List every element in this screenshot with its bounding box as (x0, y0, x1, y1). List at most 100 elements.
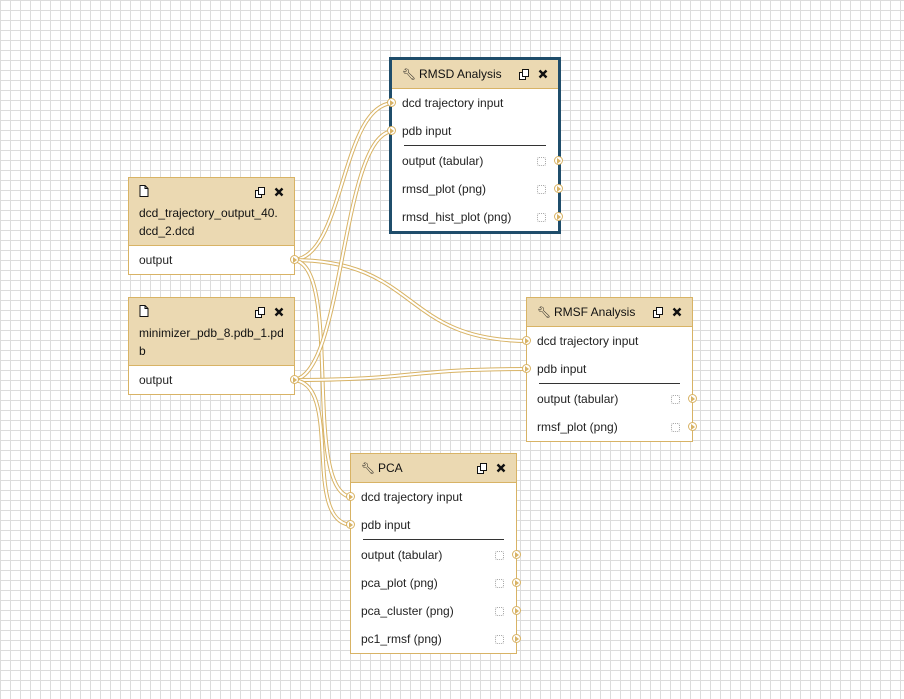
output-label: rmsd_hist_plot (png) (402, 210, 512, 224)
input-label: dcd trajectory input (537, 334, 639, 348)
wrench-icon: 🔧︎ (537, 307, 551, 319)
checkbox-icon[interactable] (537, 185, 546, 194)
close-icon[interactable] (274, 187, 284, 197)
input-terminal[interactable] (387, 126, 396, 135)
wire-dcd-to-pca (291, 259, 354, 498)
checkbox-icon[interactable] (495, 635, 504, 644)
node-title: RMSF Analysis (553, 305, 636, 319)
dataset-filename: minimizer_pdb_8.pdb_1.pdb (139, 326, 284, 358)
input-label: pdb input (537, 362, 587, 376)
node-header[interactable]: minimizer_pdb_8.pdb_1.pdb (129, 298, 294, 366)
wire-pdb-to-rmsd-outline (290, 129, 396, 382)
checkbox-icon[interactable] (495, 607, 504, 616)
checkbox-icon[interactable] (671, 395, 680, 404)
wire-pdb-to-pca (291, 379, 354, 526)
wrench-icon: 🔧︎ (402, 69, 416, 81)
input-terminal[interactable] (387, 98, 396, 107)
output-terminal[interactable] (688, 422, 697, 431)
output-label: output (tabular) (402, 154, 484, 168)
node-header[interactable]: 🔧︎PCA (351, 454, 516, 483)
output-row: output (129, 366, 299, 394)
input-node-pdb[interactable]: minimizer_pdb_8.pdb_1.pdb output (128, 297, 299, 395)
file-icon (139, 304, 149, 322)
input-row: pdb input (346, 511, 516, 539)
node-header[interactable]: 🔧︎RMSD Analysis (392, 60, 558, 89)
output-terminal[interactable] (290, 375, 299, 384)
output-row: output (129, 246, 299, 274)
output-label: output (139, 373, 173, 387)
output-row: output (tabular) (351, 541, 521, 569)
wire-dcd-to-pca-outline (290, 258, 355, 499)
tool-node-rmsd[interactable]: 🔧︎RMSD Analysis dcd trajectory input pdb… (387, 57, 563, 234)
output-terminal[interactable] (290, 255, 299, 264)
output-row: output (tabular) (392, 147, 563, 175)
input-label: dcd trajectory input (361, 490, 463, 504)
output-label: pca_plot (png) (361, 576, 438, 590)
copy-icon[interactable] (477, 462, 488, 474)
output-row: rmsd_plot (png) (392, 175, 563, 203)
checkbox-icon[interactable] (537, 213, 546, 222)
output-terminal[interactable] (688, 394, 697, 403)
output-terminal[interactable] (554, 184, 563, 193)
file-icon (139, 184, 149, 202)
output-row: output (tabular) (527, 385, 697, 413)
input-row: pdb input (387, 117, 558, 145)
tool-node-pca[interactable]: 🔧︎PCA dcd trajectory input pdb input out… (346, 453, 521, 654)
input-row: pdb input (522, 355, 692, 383)
checkbox-icon[interactable] (495, 579, 504, 588)
copy-icon[interactable] (255, 306, 266, 318)
input-terminal[interactable] (346, 492, 355, 501)
input-row: dcd trajectory input (346, 483, 516, 511)
output-terminal[interactable] (512, 606, 521, 615)
dataset-filename: dcd_trajectory_output_40.dcd_2.dcd (139, 206, 278, 238)
wire-pdb-to-rmsd (291, 130, 395, 381)
input-label: dcd trajectory input (402, 96, 504, 110)
node-title: RMSD Analysis (418, 67, 502, 81)
wire-dcd-to-rmsd (291, 102, 395, 261)
checkbox-icon[interactable] (671, 423, 680, 432)
output-label: pca_cluster (png) (361, 604, 454, 618)
wire-pdb-to-rmsf-outline (290, 367, 531, 382)
close-icon[interactable] (496, 463, 506, 473)
tool-node-rmsf[interactable]: 🔧︎RMSF Analysis dcd trajectory input pdb… (522, 297, 697, 442)
checkbox-icon[interactable] (537, 157, 546, 166)
node-header[interactable]: dcd_trajectory_output_40.dcd_2.dcd (129, 178, 294, 246)
output-terminal[interactable] (512, 550, 521, 559)
output-label: output (tabular) (361, 548, 443, 562)
output-terminal[interactable] (512, 578, 521, 587)
input-node-dcd[interactable]: dcd_trajectory_output_40.dcd_2.dcd outpu… (128, 177, 299, 275)
wire-dcd-to-rmsf (291, 259, 530, 342)
output-terminal[interactable] (512, 634, 521, 643)
output-row: rmsd_hist_plot (png) (392, 203, 563, 231)
input-terminal[interactable] (522, 364, 531, 373)
wire-dcd-to-rmsf-outline (290, 258, 531, 343)
output-label: rmsd_plot (png) (402, 182, 487, 196)
wrench-icon: 🔧︎ (361, 463, 375, 475)
copy-icon[interactable] (519, 68, 530, 80)
wire-pdb-to-rmsf (291, 368, 530, 381)
output-terminal[interactable] (554, 212, 563, 221)
input-row: dcd trajectory input (387, 89, 558, 117)
input-terminal[interactable] (522, 336, 531, 345)
checkbox-icon[interactable] (495, 551, 504, 560)
close-icon[interactable] (672, 307, 682, 317)
output-label: output (tabular) (537, 392, 619, 406)
node-title: PCA (377, 461, 403, 475)
divider (363, 539, 504, 540)
divider (404, 145, 546, 146)
close-icon[interactable] (538, 69, 548, 79)
input-terminal[interactable] (346, 520, 355, 529)
output-row: pca_cluster (png) (351, 597, 521, 625)
output-terminal[interactable] (554, 156, 563, 165)
output-row: pca_plot (png) (351, 569, 521, 597)
output-row: pc1_rmsf (png) (351, 625, 521, 653)
copy-icon[interactable] (653, 306, 664, 318)
input-label: pdb input (361, 518, 411, 532)
wire-pdb-to-pca-outline (290, 378, 355, 527)
close-icon[interactable] (274, 307, 284, 317)
copy-icon[interactable] (255, 186, 266, 198)
node-header[interactable]: 🔧︎RMSF Analysis (527, 298, 692, 327)
divider (539, 383, 680, 384)
output-label: pc1_rmsf (png) (361, 632, 442, 646)
output-label: rmsf_plot (png) (537, 420, 618, 434)
